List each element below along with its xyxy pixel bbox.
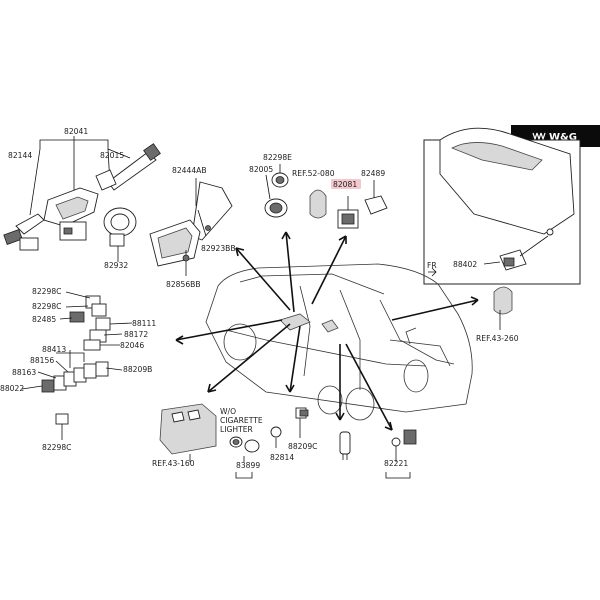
label-88022: 88022 — [0, 384, 24, 393]
brand-logo-icon — [532, 132, 546, 141]
dashboard-inset — [423, 127, 581, 285]
brand-badge-text: W&G — [549, 132, 577, 143]
label-82923bb: 82923BB — [201, 244, 236, 253]
steering-column-switch-group — [3, 136, 161, 262]
label-82444ab: 82444AB — [172, 166, 207, 175]
label-88209b: 88209B — [123, 365, 152, 374]
switch-88209c-part — [295, 407, 309, 438]
highlight-82081 — [331, 179, 361, 189]
label-82298c-a: 82298C — [32, 287, 61, 296]
label-82298e: 82298E — [263, 153, 292, 162]
label-82489: 82489 — [361, 169, 385, 178]
light-stalk-part — [95, 143, 161, 191]
socket-82221-part — [385, 429, 417, 479]
label-wo-line1: W/O — [220, 407, 236, 416]
label-ref-43-160: REF.43-160 — [152, 459, 195, 468]
socket-cap-part — [229, 436, 260, 479]
label-83899: 83899 — [236, 461, 260, 470]
ref-43-260-part — [493, 286, 513, 330]
front-arrow-icon — [428, 267, 437, 277]
label-82046: 82046 — [120, 341, 144, 350]
label-82041: 82041 — [64, 127, 88, 136]
switch-stack-group — [59, 291, 133, 351]
label-88163: 88163 — [12, 368, 36, 377]
label-88156: 88156 — [30, 356, 54, 365]
paddle-shifter-group — [149, 178, 233, 276]
pointer-arrows — [175, 231, 479, 431]
wiper-stalk-part — [3, 213, 45, 251]
label-fr: FR — [427, 261, 437, 270]
start-button-group — [264, 164, 289, 218]
label-82856bb: 82856BB — [166, 280, 201, 289]
label-82081: 82081 — [333, 180, 357, 189]
label-88413: 88413 — [42, 345, 66, 354]
module-82081-part — [337, 196, 359, 229]
label-82298c-b: 82298C — [32, 302, 61, 311]
combination-switch-part — [43, 187, 99, 241]
bulb-part — [339, 431, 351, 460]
label-88209c: 88209C — [288, 442, 317, 451]
lower-switch-group — [21, 350, 123, 440]
label-82144: 82144 — [8, 151, 32, 160]
ref-52-080-part — [309, 189, 327, 219]
label-82298c-c: 82298C — [42, 443, 71, 452]
label-82932: 82932 — [104, 261, 128, 270]
label-82005: 82005 — [249, 165, 273, 174]
label-wo-line2: CIGARETTE — [220, 416, 263, 425]
label-88172: 88172 — [124, 330, 148, 339]
label-82221: 82221 — [384, 459, 408, 468]
label-ref-52-080: REF.52-080 — [292, 169, 335, 178]
label-82015: 82015 — [100, 151, 124, 160]
ref-43-160-part — [159, 403, 217, 462]
clock-spring-part — [103, 207, 137, 262]
label-88402: 88402 — [453, 260, 477, 269]
module-82489-part — [364, 180, 388, 215]
label-ref-43-260: REF.43-260 — [476, 334, 519, 343]
label-wo-line3: LIGHTER — [220, 425, 254, 434]
label-88111: 88111 — [132, 319, 156, 328]
lamp-82814-part — [270, 426, 282, 448]
label-82814: 82814 — [270, 453, 294, 462]
label-82485: 82485 — [32, 315, 56, 324]
vehicle-outline — [205, 263, 473, 421]
